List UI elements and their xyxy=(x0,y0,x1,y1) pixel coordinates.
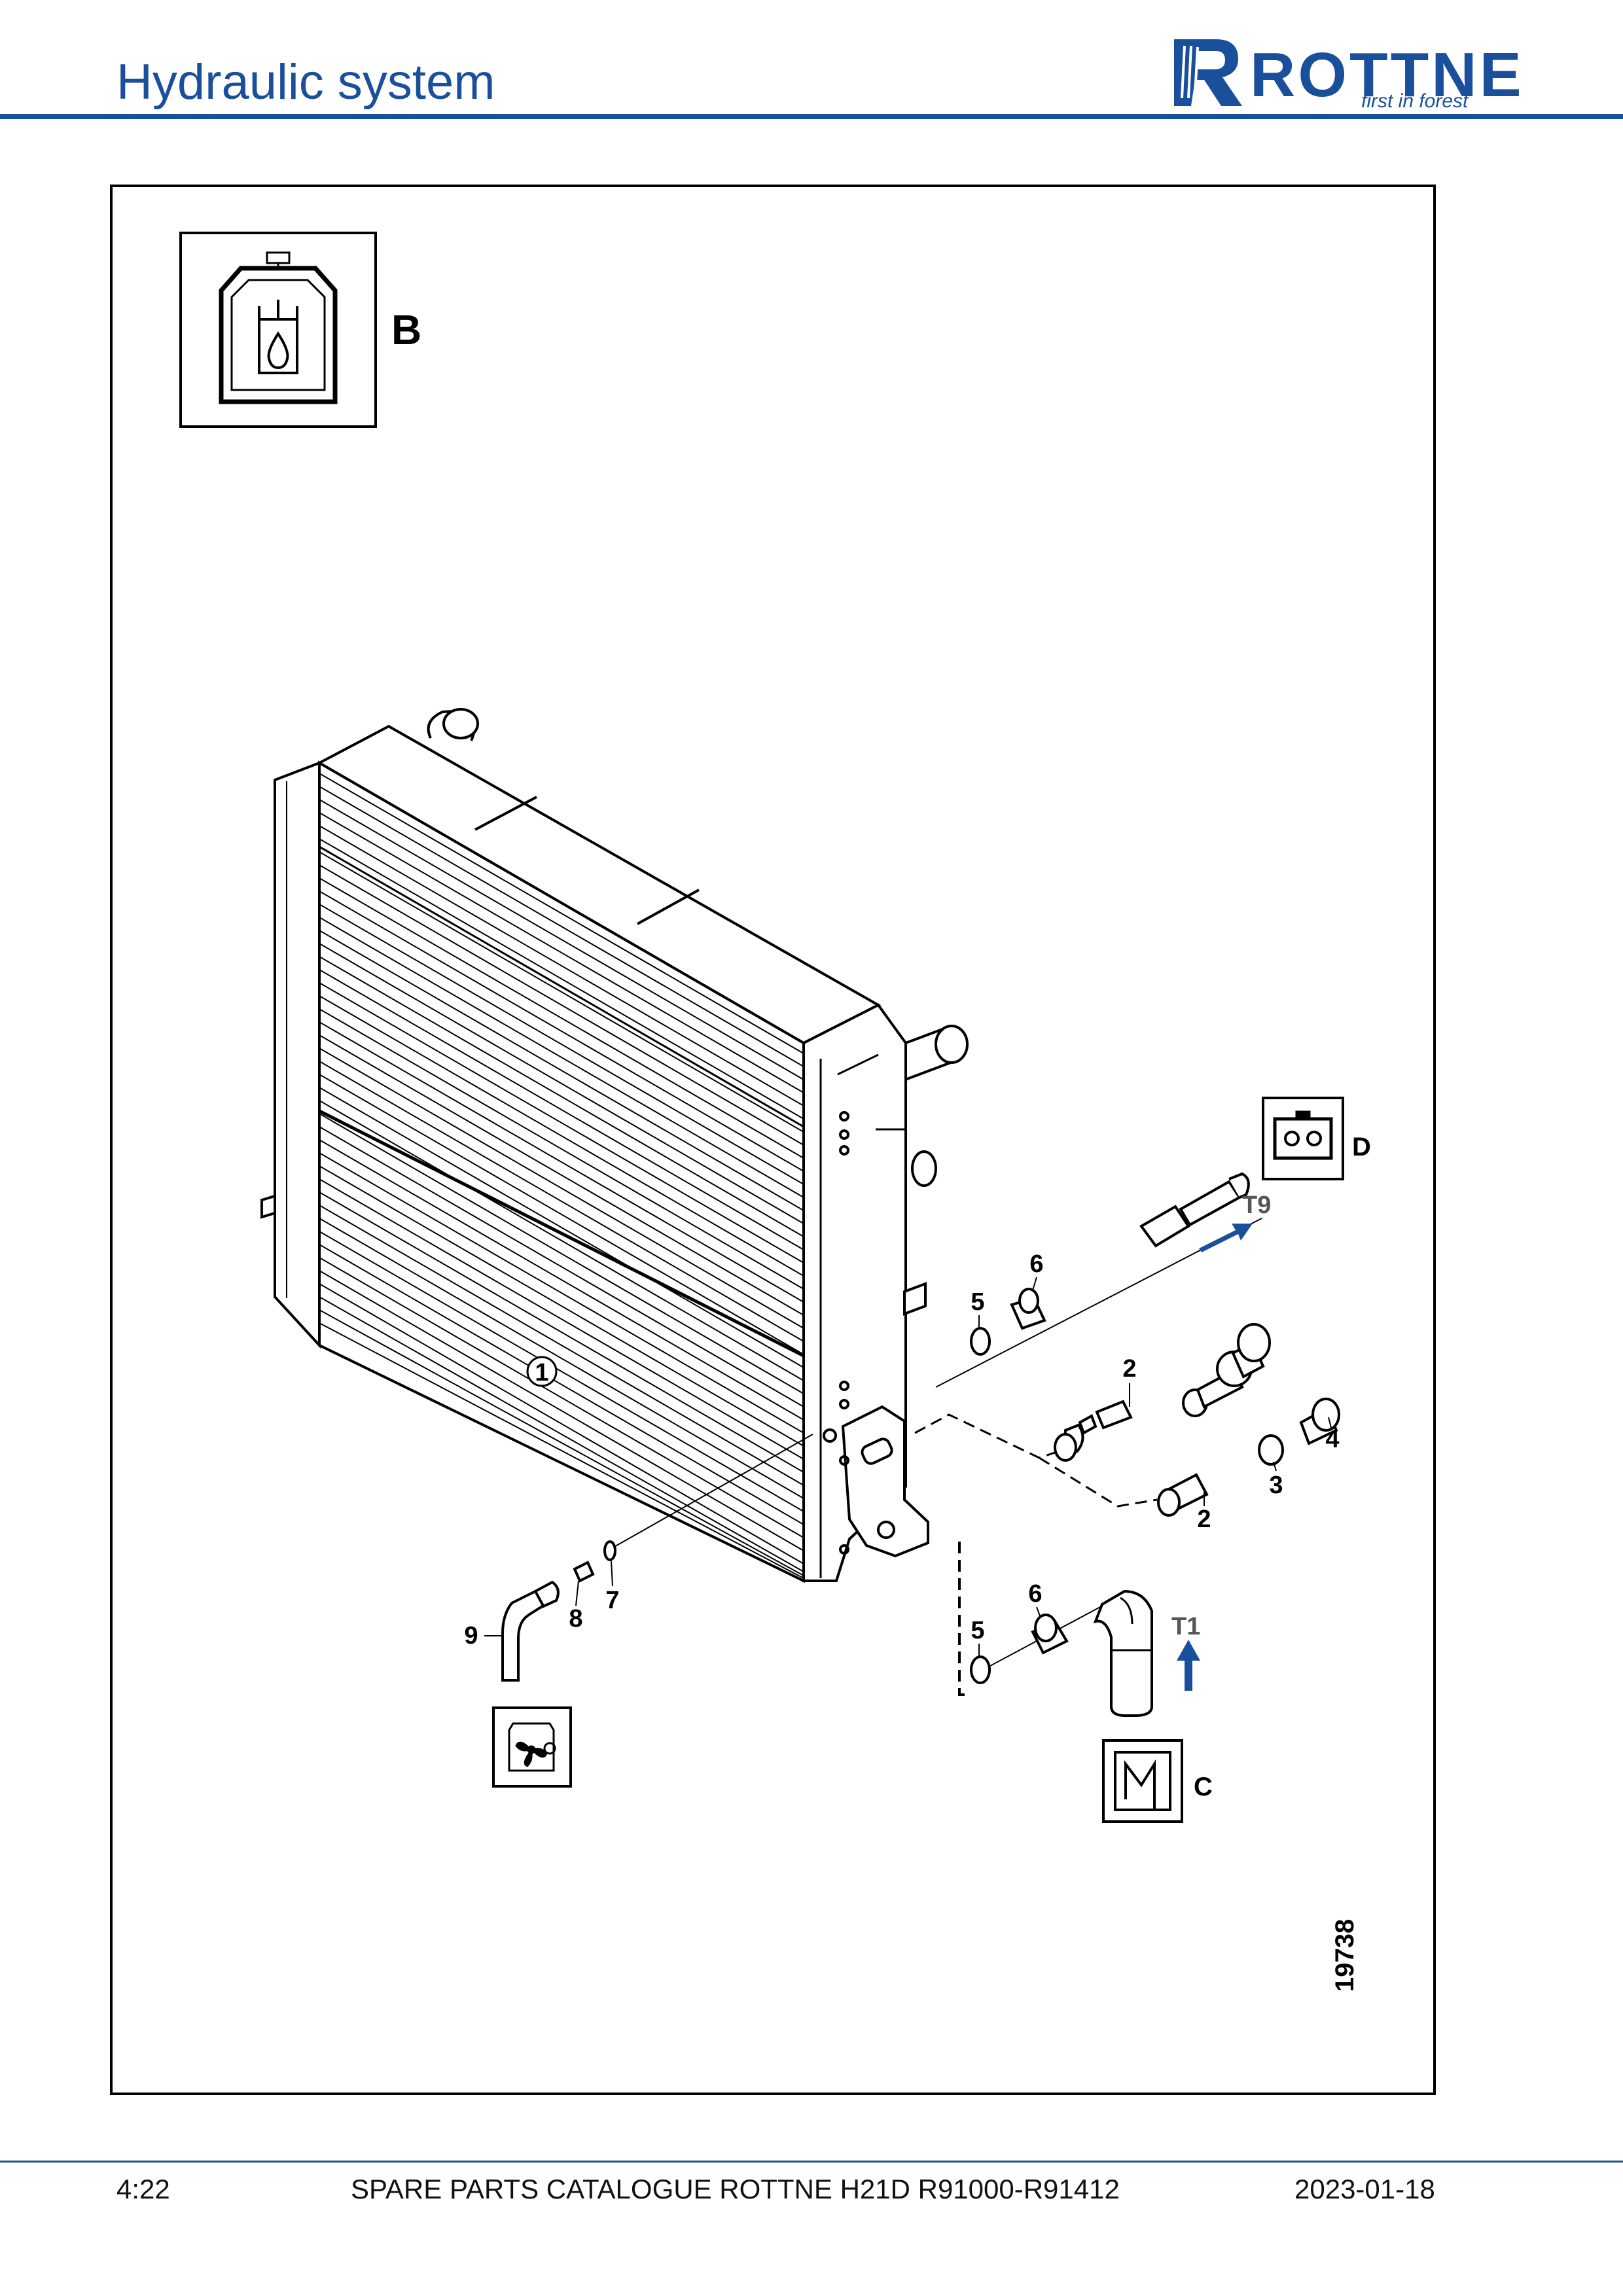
callout-6-lower: 6 xyxy=(1028,1580,1042,1608)
footer-catalogue-title: SPARE PARTS CATALOGUE ROTTNE H21D R91000… xyxy=(351,2174,1120,2204)
hydraulic-oil-tank-icon xyxy=(179,232,377,428)
t9-connection-label: T9 xyxy=(1242,1192,1271,1219)
o-ring-seal xyxy=(970,1327,991,1356)
electrical-connector-icon xyxy=(1262,1097,1344,1180)
upper-fitting-assembly xyxy=(935,1172,1262,1388)
fan-drive-icon xyxy=(492,1706,572,1788)
footer-rule xyxy=(0,2161,1623,2163)
heater-cooler-icon xyxy=(1102,1739,1183,1823)
callout-2-lower: 2 xyxy=(1197,1506,1211,1533)
footer-page-number: 4:22 xyxy=(116,2174,170,2204)
symbol-c-label: C xyxy=(1194,1773,1213,1801)
page-title: Hydraulic system xyxy=(116,54,495,110)
callout-2-upper: 2 xyxy=(1122,1355,1136,1383)
section-letter: B xyxy=(391,306,421,353)
symbol-d-label: D xyxy=(1352,1133,1371,1161)
callout-3: 3 xyxy=(1269,1472,1283,1499)
drawing-number: 19738 xyxy=(1330,1919,1359,1992)
brand-name: ROTTNE xyxy=(1250,40,1524,110)
lower-fitting-assembly xyxy=(958,1542,1153,1717)
t9-flow-arrow xyxy=(1199,1224,1253,1252)
sensor-assembly xyxy=(1054,1323,1340,1517)
brand-tagline: first in forest xyxy=(1361,90,1469,112)
callout-4: 4 xyxy=(1325,1426,1339,1453)
callout-5-upper: 5 xyxy=(971,1288,984,1316)
callout-6-upper: 6 xyxy=(1029,1250,1043,1278)
exploded-parts-diagram: B xyxy=(110,185,1436,2095)
footer-date: 2023-01-18 xyxy=(1294,2174,1435,2204)
callout-5-lower: 5 xyxy=(971,1617,984,1644)
callout-1: 1 xyxy=(526,1356,558,1387)
rottne-r-mark-icon xyxy=(1174,39,1242,106)
callout-9: 9 xyxy=(464,1622,478,1650)
o-ring-seal xyxy=(970,1655,991,1684)
t1-connection-label: T1 xyxy=(1171,1613,1200,1640)
drain-hose-assembly xyxy=(501,1434,813,1682)
diagram-frame xyxy=(110,185,1436,2095)
oil-cooler-radiator xyxy=(260,708,969,1583)
header-rule xyxy=(0,114,1623,119)
rottne-logo xyxy=(1174,39,1242,106)
callout-7: 7 xyxy=(605,1587,619,1614)
connection-leader-dashed xyxy=(914,1413,1158,1508)
svg-text:1: 1 xyxy=(535,1359,548,1386)
radiator-fins xyxy=(319,773,804,1579)
o-ring-seal xyxy=(1258,1434,1284,1466)
callout-8: 8 xyxy=(569,1605,582,1633)
t1-flow-arrow xyxy=(1177,1640,1200,1691)
